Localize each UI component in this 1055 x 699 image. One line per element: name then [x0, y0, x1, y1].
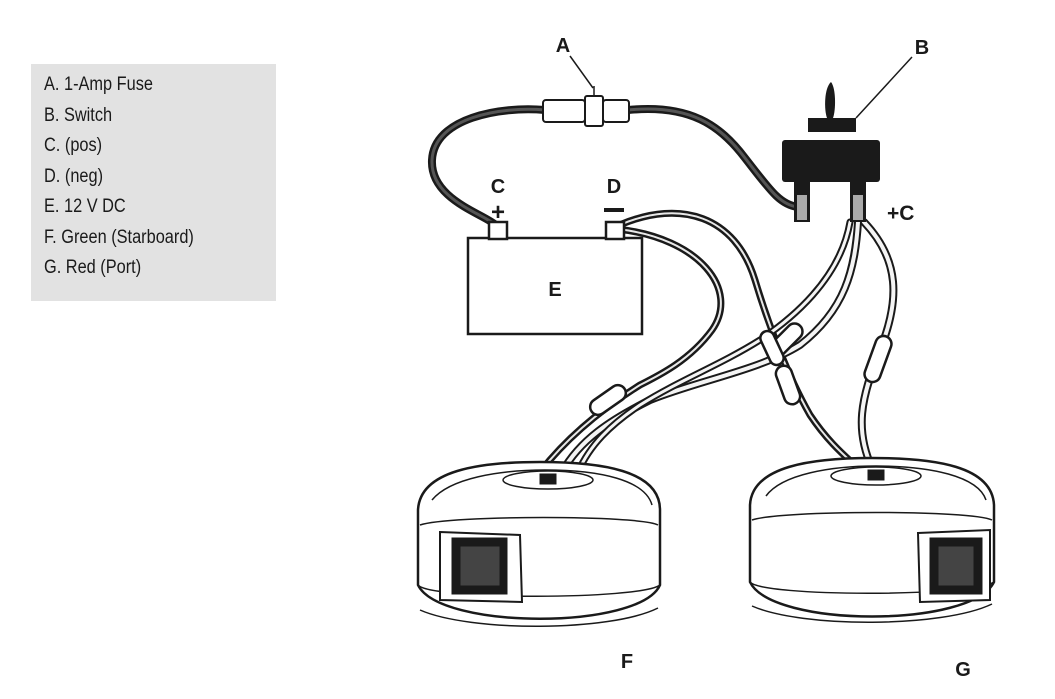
- switch-collar: [808, 118, 856, 132]
- switch-body: [782, 140, 880, 182]
- legend-item-switch: B. Switch: [44, 104, 113, 126]
- wire-battery-pos-to-fuse: [427, 105, 549, 230]
- label-battery: E: [548, 279, 561, 301]
- legend-item-port: G. Red (Port): [44, 257, 142, 278]
- starboard-light: [416, 460, 662, 627]
- toggle-switch: [782, 82, 880, 222]
- switch-leader-line: [855, 56, 913, 119]
- label-switch: B: [915, 37, 929, 59]
- battery-pos-terminal: [487, 220, 509, 241]
- wire-fuse-to-switch: [624, 105, 802, 211]
- legend-item-pos: C. (pos): [44, 135, 103, 156]
- wire-pos-to-starboard-2: [574, 218, 854, 476]
- legend-item-starboard: F. Green (Starboard): [44, 226, 194, 248]
- legend-item-battery: E. 12 V DC: [44, 196, 126, 217]
- label-fuse: A: [556, 35, 570, 57]
- legend-item-fuse: A. 1-Amp Fuse: [44, 74, 153, 95]
- wire-pos-to-starboard: [558, 218, 862, 476]
- switch-lever: [825, 82, 836, 118]
- battery: [466, 220, 644, 336]
- battery-neg-terminal: [604, 220, 626, 241]
- legend-box: A. 1-Amp Fuse B. Switch C. (pos) D. (neg…: [31, 64, 276, 301]
- wire-connectors: [588, 322, 893, 417]
- port-light: [748, 456, 996, 623]
- battery-body: [466, 236, 644, 336]
- minus-sign: [604, 208, 624, 212]
- wire-neg-to-port: [618, 209, 864, 474]
- wire-neg-to-starboard: [536, 225, 725, 476]
- plus-sign: +: [491, 199, 505, 226]
- label-starboard: F: [621, 651, 633, 673]
- label-port: G: [955, 659, 971, 681]
- legend-list: A. 1-Amp Fuse B. Switch C. (pos) D. (neg…: [44, 70, 218, 284]
- label-pos: C: [491, 176, 505, 198]
- label-neg: D: [607, 176, 621, 198]
- label-switch-out: +C: [887, 202, 914, 225]
- fuse-holder: [542, 86, 630, 127]
- fuse-leader-line: [569, 55, 594, 89]
- legend-item-neg: D. (neg): [44, 165, 104, 187]
